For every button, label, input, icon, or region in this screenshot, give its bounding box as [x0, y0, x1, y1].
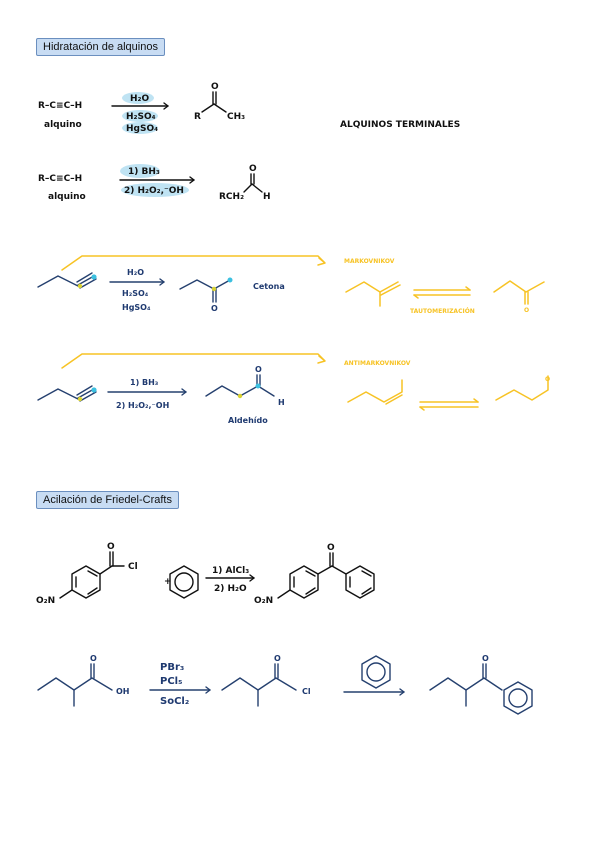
- r3-enol-chain: [179, 279, 231, 290]
- r3-ketone-o: O: [524, 307, 529, 314]
- r4-product-o: O: [255, 365, 262, 374]
- friedel-1: O Cl O₂N + 1) AlCl₃ 2) H₂O O O₂N: [36, 542, 375, 606]
- r3-reagent-2: H₂SO₄: [122, 289, 149, 298]
- r1-bond-r: [201, 103, 215, 113]
- f1-reagent-2: 2) H₂O: [214, 584, 247, 594]
- r4-enol-yellow: [347, 379, 403, 403]
- r3-internal-carbon: [77, 283, 83, 289]
- f2-acid-oh: OH: [116, 687, 130, 696]
- reaction-3: H₂O H₂SO₄ HgSO₄ O Cetona MARKOVNIKOV TAU…: [37, 255, 545, 315]
- f2-chloride-o: O: [274, 654, 281, 663]
- r2-arrow-head: [189, 176, 195, 184]
- r4-aldehyde-yellow: [495, 375, 549, 401]
- r3-enol-yellow: [345, 281, 381, 307]
- f2-chloride-cl: Cl: [302, 687, 311, 696]
- f1-reagent-1: 1) AlCl₃: [212, 566, 249, 576]
- r4-reagent-1: 1) BH₃: [130, 378, 159, 387]
- f2-reagent-3: SoCl₂: [160, 696, 189, 707]
- r3-product-label: Cetona: [253, 282, 285, 291]
- r4-product-label: Aldehído: [228, 416, 268, 425]
- r3-terminal-carbon: [91, 274, 97, 280]
- r4-yellow-arrow: [61, 353, 325, 369]
- f2-benzene-reagent: [361, 655, 391, 689]
- section-title-hidratacion: Hidratación de alquinos: [36, 38, 165, 56]
- r2-highlight-bh3: [120, 164, 160, 178]
- f2-acid-o: O: [90, 654, 97, 663]
- f1-acyl-cl: Cl: [128, 562, 138, 572]
- r2-reagent-1: 1) BH₃: [128, 167, 160, 177]
- r3-ketone-yellow: [493, 280, 545, 293]
- r2-reactant: R–C≡C–H: [38, 174, 82, 184]
- r1-highlight-hgso4: [122, 122, 158, 134]
- f2-product-chain: [429, 677, 503, 691]
- r2-product-h: H: [263, 192, 271, 202]
- r4-rule: ANTIMARKOVNIKOV: [344, 360, 411, 367]
- r3-product-o: O: [211, 304, 218, 313]
- r3-equilibrium-label: TAUTOMERIZACIÓN: [410, 308, 475, 315]
- r3-yellow-arrow: [61, 255, 325, 271]
- f1-acyl-no2: O₂N: [36, 596, 55, 606]
- f1-acyl-o: O: [107, 542, 115, 552]
- r4-aldehyde-chain: [205, 385, 259, 397]
- f2-reagent-1: PBr₃: [160, 662, 184, 673]
- r2-reagent-2: 2) H₂O₂,⁻OH: [124, 186, 184, 196]
- friedel-2: O OH PBr₃ PCl₅ SoCl₂ O Cl O: [37, 654, 533, 715]
- r1-reagent-3: HgSO₄: [126, 124, 158, 134]
- f2-chloride-chain: [221, 677, 297, 691]
- r3-reagent-1: H₂O: [127, 268, 144, 277]
- f2-reagent-2: PCl₅: [160, 676, 182, 687]
- r4-aldehyde-o: O: [545, 376, 550, 383]
- f1-ring-benzene: [169, 565, 199, 599]
- r1-product-ch3: CH₃: [227, 112, 245, 122]
- r1-highlight-h2so4: [122, 110, 158, 122]
- r3-rule: MARKOVNIKOV: [344, 258, 395, 265]
- reaction-2: R–C≡C–H alquino 1) BH₃ 2) H₂O₂,⁻OH O RCH…: [38, 164, 271, 202]
- f2-acid-chain: [37, 677, 113, 691]
- f2-product-o: O: [482, 654, 489, 663]
- reaction-1: R–C≡C–H alquino H₂O H₂SO₄ HgSO₄ O R CH₃: [38, 82, 245, 134]
- r2-product-o: O: [249, 164, 257, 174]
- r1-reagent-1: H₂O: [130, 94, 149, 104]
- r1-reactant: R–C≡C–H: [38, 101, 82, 111]
- r1-reagent-2: H₂SO₄: [126, 112, 156, 122]
- r2-highlight-h2o2: [121, 183, 189, 197]
- f1-product-o: O: [327, 543, 335, 553]
- terminal-note: ALQUINOS TERMINALES: [340, 120, 460, 130]
- f2-product-ring: [503, 681, 533, 715]
- r2-reactant-name: alquino: [48, 192, 86, 202]
- r1-bond-ch3: [213, 103, 227, 113]
- r1-product-r: R: [194, 112, 201, 122]
- r3-alkyne-chain: [37, 275, 79, 288]
- r1-product-o: O: [211, 82, 219, 92]
- f1-product-no2: O₂N: [254, 596, 273, 606]
- r2-product-rch2: RCH₂: [219, 192, 244, 202]
- reaction-4: 1) BH₃ 2) H₂O₂,⁻OH O H Aldehído ANTIMARK…: [37, 353, 550, 425]
- f1-product-ring-2: [345, 565, 375, 599]
- r1-arrow-head: [163, 102, 169, 110]
- r1-reactant-name: alquino: [44, 120, 82, 130]
- r1-highlight-h2o: [122, 92, 154, 104]
- section-title-friedel: Acilación de Friedel-Crafts: [36, 491, 179, 509]
- r4-product-h: H: [278, 398, 285, 407]
- r3-reagent-3: HgSO₄: [122, 303, 151, 312]
- r4-reagent-2: 2) H₂O₂,⁻OH: [116, 401, 169, 410]
- f1-plus: +: [164, 577, 172, 587]
- r4-alkyne-chain: [37, 388, 79, 401]
